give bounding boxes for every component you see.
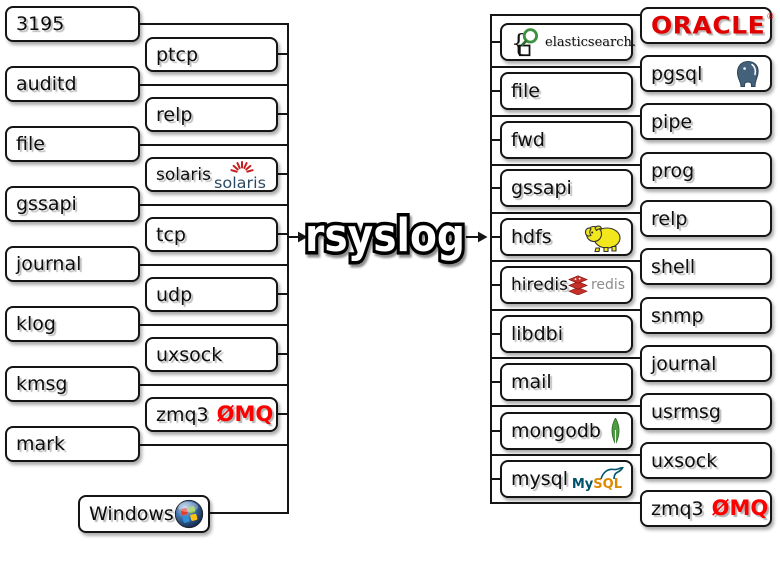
mongodb-leaf-logo	[609, 417, 622, 445]
node-label: journal	[16, 253, 82, 275]
node-input-file: file	[5, 126, 140, 162]
node-label: prog	[651, 159, 695, 182]
node-label: zmq3	[651, 497, 704, 520]
arrowhead-left-icon	[298, 231, 308, 243]
node-target-shell: shell	[640, 248, 772, 285]
redis-logo: redis	[568, 275, 625, 295]
node-input-gssapi: gssapi	[5, 186, 140, 222]
arrowhead-right-icon	[478, 231, 488, 243]
node-outmod-gssapi: gssapi	[500, 169, 633, 207]
node-label: mongodb	[511, 420, 601, 442]
node-label: uxsock	[156, 343, 223, 366]
mysql-wordmark-my: My	[571, 476, 594, 492]
node-label: snmp	[651, 304, 704, 327]
node-label: usrmsg	[651, 400, 721, 423]
node-inmod-zmq3: zmq3 ØMQ	[145, 397, 278, 432]
node-label: mark	[16, 433, 65, 455]
node-label: mail	[511, 371, 552, 393]
redis-wordmark: redis	[590, 277, 626, 293]
node-inmod-tcp: tcp	[145, 217, 278, 252]
node-label: gssapi	[511, 177, 572, 199]
node-label: tcp	[156, 223, 186, 246]
node-target-zmq3: zmq3 ØMQ	[640, 490, 772, 527]
node-outmod-fwd: fwd	[500, 121, 633, 159]
node-label: klog	[16, 313, 56, 335]
node-label: pgsql	[651, 62, 703, 85]
solaris-logo: solaris	[213, 158, 267, 192]
node-target-journal: journal	[640, 345, 772, 382]
node-label: relp	[156, 103, 193, 126]
node-target-pgsql: pgsql	[640, 55, 772, 92]
node-input-3195: 3195	[5, 6, 140, 42]
node-input-auditd: auditd	[5, 66, 140, 102]
node-input-kmsg: kmsg	[5, 366, 140, 402]
node-target-oracle: ORACLE®	[640, 7, 775, 44]
node-inmod-solaris: solaris solaris	[145, 157, 278, 192]
node-label: hiredis	[511, 275, 568, 295]
node-inmod-relp: relp	[145, 97, 278, 132]
node-outmod-libdbi: libdbi	[500, 315, 633, 353]
node-label: mysql	[511, 468, 568, 490]
node-label: file	[16, 133, 45, 155]
node-outmod-hdfs: hdfs	[500, 218, 633, 256]
node-label: 3195	[16, 13, 65, 35]
diagram-title-text: rsyslog	[305, 209, 465, 262]
elasticsearch-brace: {	[511, 30, 526, 58]
node-label: solaris	[156, 164, 211, 185]
node-target-relp: relp	[640, 200, 772, 237]
node-label: pipe	[651, 110, 693, 133]
node-inmod-ptcp: ptcp	[145, 37, 278, 72]
node-target-usrmsg: usrmsg	[640, 393, 772, 430]
node-label: kmsg	[16, 373, 68, 395]
node-label: fwd	[511, 129, 545, 151]
node-input-journal: journal	[5, 246, 140, 282]
zeromq-logo: ØMQ	[711, 496, 769, 520]
node-label: shell	[651, 255, 696, 278]
node-outmod-hiredis: hiredis redis	[500, 266, 633, 304]
zeromq-logo: ØMQ	[216, 402, 274, 426]
node-label: journal	[651, 352, 717, 375]
node-outmod-mongodb: mongodb	[500, 412, 633, 450]
node-inmod-uxsock: uxsock	[145, 337, 278, 372]
node-label: uxsock	[651, 449, 718, 472]
elasticsearch-logo: {	[511, 25, 541, 59]
node-input-mark: mark	[5, 426, 140, 462]
diagram-title: rsyslog	[302, 206, 469, 266]
node-target-uxsock: uxsock	[640, 442, 772, 479]
solaris-wordmark: solaris	[214, 174, 266, 192]
node-target-snmp: snmp	[640, 297, 772, 334]
node-outmod-elasticsearch: { elasticsearch.	[500, 23, 637, 61]
node-target-pipe: pipe	[640, 103, 772, 140]
node-label: ptcp	[156, 43, 199, 66]
node-label: relp	[651, 207, 688, 230]
node-outmod-mail: mail	[500, 363, 633, 401]
node-label: elasticsearch.	[545, 34, 637, 50]
node-outmod-file: file	[500, 72, 633, 110]
postgresql-elephant-logo	[735, 60, 761, 88]
node-target-prog: prog	[640, 152, 772, 189]
node-label: auditd	[16, 73, 77, 95]
node-label: ORACLE	[651, 11, 766, 40]
node-label: gssapi	[16, 193, 77, 215]
node-label: zmq3	[156, 403, 209, 426]
node-label: file	[511, 80, 540, 102]
node-label: Windows	[89, 503, 174, 525]
oracle-reg-mark: ®	[766, 12, 775, 21]
windows-logo	[174, 499, 204, 529]
node-input-windows: Windows	[78, 495, 210, 533]
node-label: hdfs	[511, 226, 552, 248]
node-inmod-udp: udp	[145, 277, 278, 312]
node-input-klog: klog	[5, 306, 140, 342]
node-label: libdbi	[511, 323, 564, 345]
hadoop-elephant-logo	[584, 223, 622, 252]
node-label: udp	[156, 283, 193, 306]
mysql-wordmark-sql: SQL	[593, 476, 622, 492]
